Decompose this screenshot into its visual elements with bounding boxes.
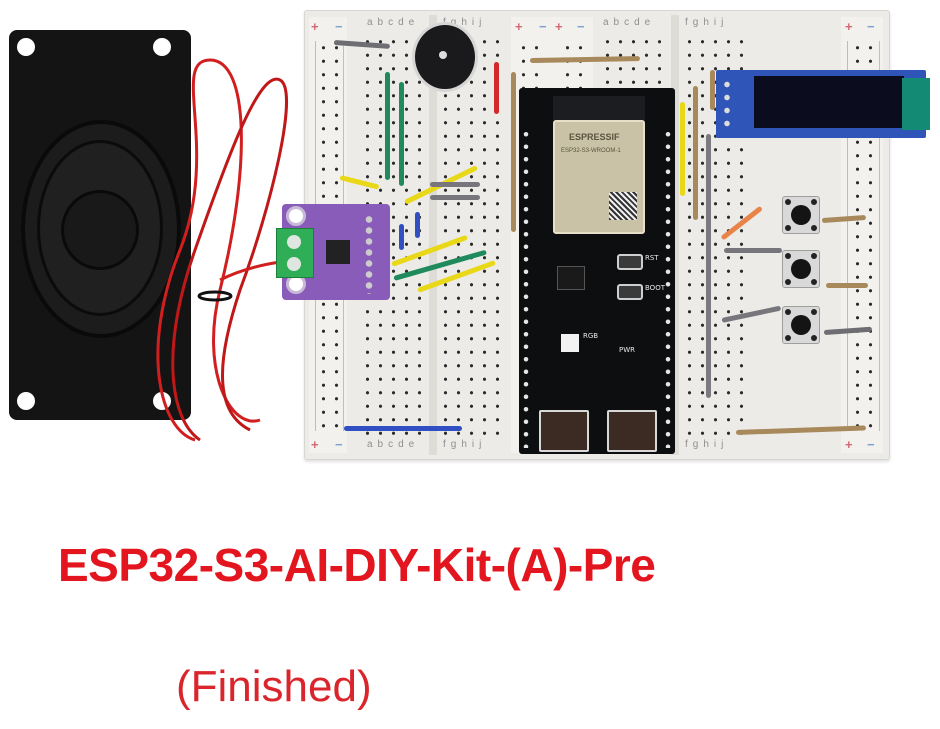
rail-minus-label: − [335, 437, 343, 452]
amp-header-pins [364, 214, 374, 294]
speaker-wires [156, 58, 288, 442]
jumper-wire-red [494, 62, 499, 114]
rail-line-plus [847, 41, 848, 431]
rail-minus-label: − [867, 19, 875, 34]
rail-minus-label: − [335, 19, 343, 34]
push-button-2[interactable] [782, 250, 820, 288]
rail-plus-label: + [845, 19, 853, 34]
button-leg [785, 279, 791, 285]
button-leg [811, 335, 817, 341]
screw [287, 257, 301, 271]
button-leg [811, 199, 817, 205]
mount-hole [17, 392, 35, 410]
qr-code [609, 192, 637, 220]
column-header: fghij [443, 439, 487, 450]
center-channel [671, 15, 679, 455]
jumper-wire-gray [724, 248, 782, 253]
module-model: ESP32-S3-WROOM-1 [561, 148, 621, 154]
boot-button[interactable] [617, 284, 643, 300]
push-button-1[interactable] [782, 196, 820, 234]
jumper-wire-gray [706, 134, 711, 398]
led-label: RGB [583, 332, 599, 340]
screw-terminal [276, 228, 314, 278]
jumper-wire-tan [693, 86, 698, 220]
led-label: PWR [619, 346, 636, 354]
push-button-3[interactable] [782, 306, 820, 344]
rail-minus-label: − [867, 437, 875, 452]
column-header: fghij [685, 439, 729, 450]
button-leg [811, 253, 817, 259]
center-channel [429, 15, 437, 455]
button-leg [785, 253, 791, 259]
jumper-wire-blue [399, 224, 404, 250]
antenna [553, 96, 645, 122]
module-brand: ESPRESSIF [569, 132, 620, 142]
usb-c-port[interactable] [607, 410, 657, 452]
jumper-wire-tan [710, 70, 715, 110]
button-leg [811, 309, 817, 315]
jumper-wire-green [385, 72, 390, 180]
mount-hole [286, 206, 306, 226]
speaker [9, 30, 191, 420]
pin-header-left [521, 128, 531, 448]
button-leg [811, 279, 817, 285]
rail-plus-label: + [311, 437, 319, 452]
button-leg [785, 199, 791, 205]
jumper-wire-yellow [680, 102, 685, 196]
jumper-wire-green [399, 82, 404, 186]
column-header: fghij [443, 17, 487, 28]
rail-line-minus [879, 41, 880, 431]
speaker-cone [61, 190, 139, 270]
jumper-wire-blue [344, 426, 462, 431]
rail-plus-label: + [311, 19, 319, 34]
button-leg [785, 335, 791, 341]
button-leg [811, 225, 817, 231]
pin-header-right [663, 128, 673, 448]
microphone-module [412, 22, 478, 92]
rail-minus-label: − [577, 19, 585, 34]
oled-flex-cable [902, 78, 930, 130]
push-button-icon [791, 205, 811, 225]
product-subtitle: (Finished) [176, 662, 372, 711]
speaker-surround [37, 140, 163, 316]
amp-chip [326, 240, 350, 264]
jumper-wire-tan [826, 283, 868, 288]
mic-port [439, 51, 447, 59]
screw [287, 235, 301, 249]
jumper-wire-blue [415, 212, 420, 238]
button-leg [785, 225, 791, 231]
jumper-wire-tan [511, 72, 516, 232]
wifi-module: ESPRESSIF ESP32-S3-WROOM-1 [553, 120, 645, 234]
rail-minus-label: − [539, 19, 547, 34]
rst-button[interactable] [617, 254, 643, 270]
column-header: abcde [367, 17, 420, 28]
ldo-regulator [557, 266, 585, 290]
rst-label: RST [645, 254, 659, 262]
button-leg [785, 309, 791, 315]
push-button-icon [791, 259, 811, 279]
product-title: ESP32-S3-AI-DIY-Kit-(A)-Pre [58, 539, 656, 591]
jumper-wire-gray [430, 182, 480, 187]
rgb-led [561, 334, 579, 352]
column-header: abcde [367, 439, 420, 450]
rail-plus-label: + [845, 437, 853, 452]
mount-hole [153, 38, 171, 56]
rail-plus-label: + [515, 19, 523, 34]
rail-plus-label: + [555, 19, 563, 34]
usb-c-port[interactable] [539, 410, 589, 452]
audio-amplifier-module [282, 204, 390, 300]
boot-label: BOOT [645, 284, 665, 292]
push-button-icon [791, 315, 811, 335]
column-header: abcde [603, 17, 656, 28]
oled-display [716, 70, 930, 138]
column-header: fghij [685, 17, 729, 28]
jumper-wire-gray [430, 195, 480, 200]
esp32-s3-dev-board: ESPRESSIF ESP32-S3-WROOM-1 RST BOOT RGB … [519, 88, 675, 454]
oled-pins [722, 78, 732, 130]
mount-hole [17, 38, 35, 56]
display-icon [754, 76, 904, 128]
